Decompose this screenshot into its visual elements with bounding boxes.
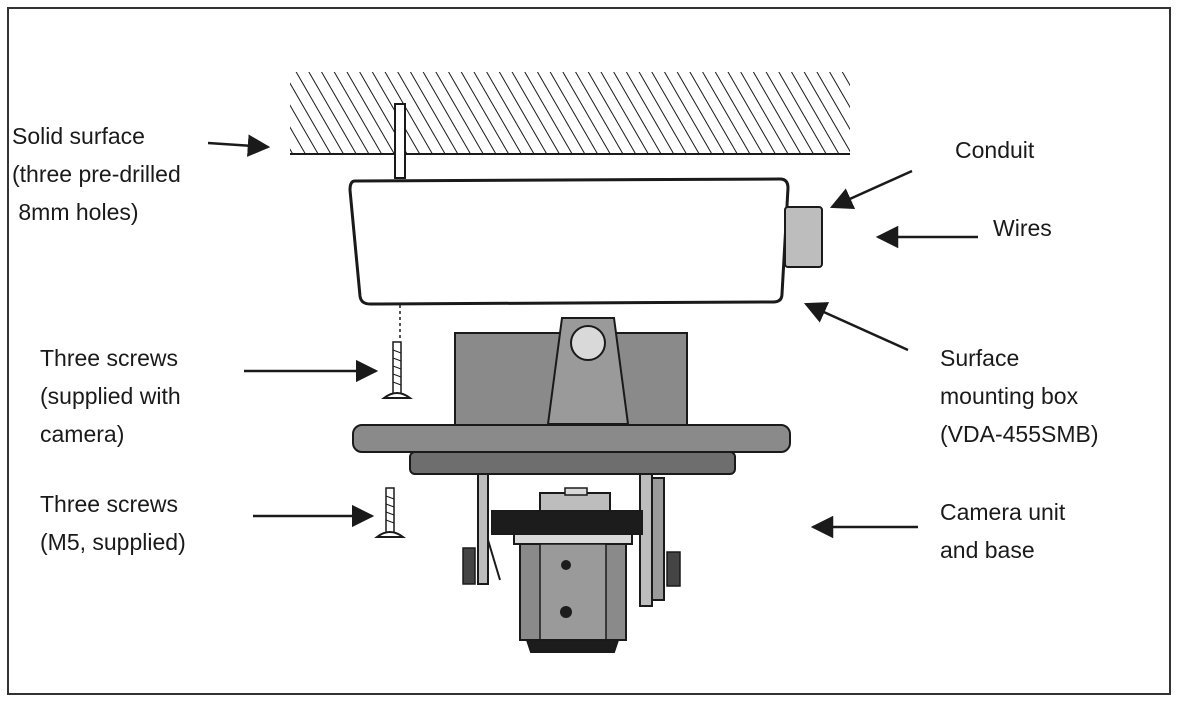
diagram-frame (7, 7, 1171, 695)
label-wires: Wires (993, 215, 1052, 241)
label-solid-surface: Solid surface (three pre-drilled 8mm hol… (12, 123, 187, 225)
label-three-screws-m5: Three screws (M5, supplied) (40, 491, 186, 555)
label-surface-mounting-box: Surface mounting box (VDA-455SMB) (940, 345, 1098, 447)
camera-base-plate (352, 424, 791, 475)
camera-unit (491, 487, 643, 653)
camera-brackets (462, 473, 681, 607)
ceiling-screw (394, 103, 406, 340)
arrow-conduit (829, 169, 913, 209)
arrow-surface-box (803, 302, 909, 352)
surface-mounting-box (348, 177, 790, 306)
label-camera-unit: Camera unit and base (940, 499, 1072, 563)
solid-surface-hatch (290, 72, 850, 155)
camera-mount-plate (454, 317, 688, 426)
label-conduit: Conduit (955, 137, 1035, 163)
screw-supplied-with-camera (381, 341, 413, 399)
leader-arrows (207, 134, 978, 539)
arrow-solid-surface (207, 134, 271, 157)
conduit-fitting (784, 206, 823, 268)
screw-m5 (374, 487, 406, 538)
label-three-screws-camera: Three screws (supplied with camera) (40, 345, 187, 447)
